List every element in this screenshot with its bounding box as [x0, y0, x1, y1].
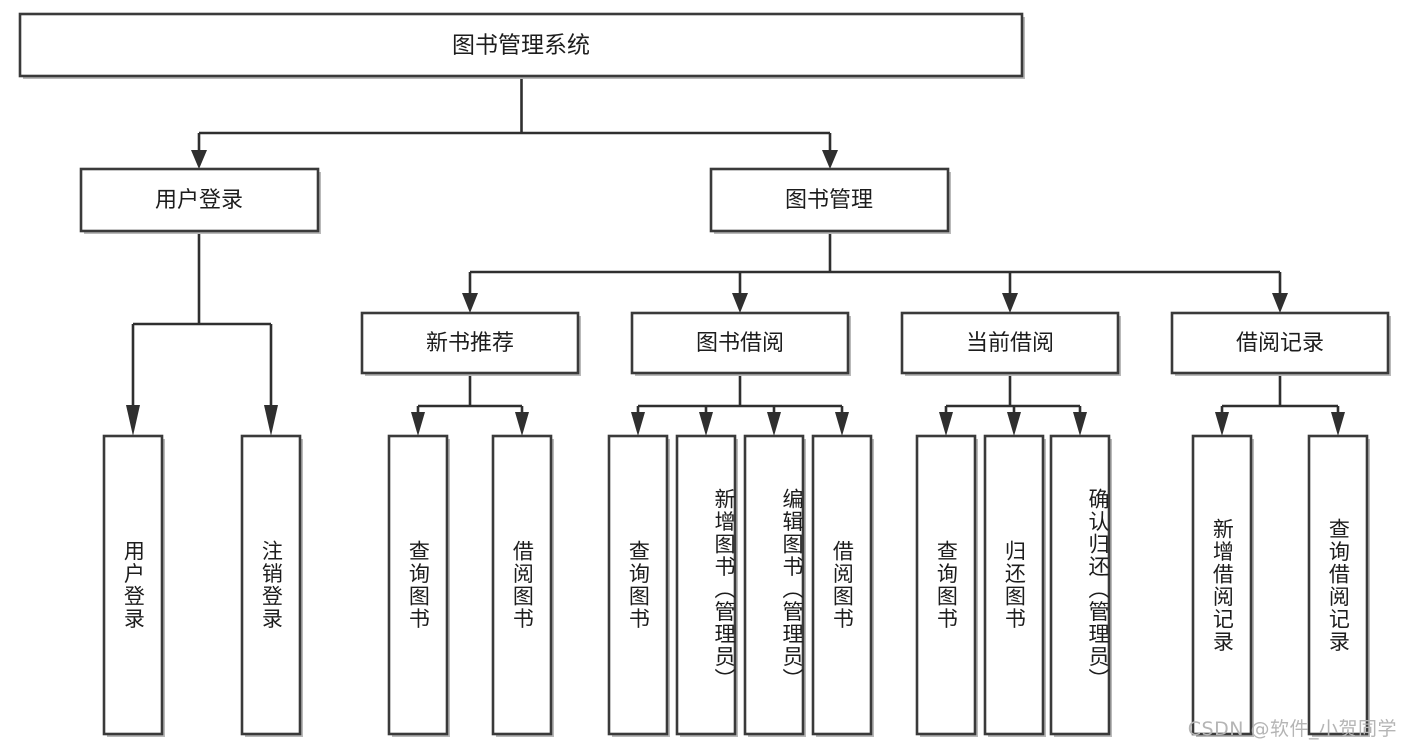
leaf-record-query-box: [1307, 434, 1369, 736]
node-new-book-recommend[interactable]: 新书推荐: [360, 311, 581, 376]
arrow-user-login-l2: [264, 405, 278, 436]
node-book-management-label: 图书管理: [785, 188, 873, 213]
leaf-record-add-box: [1191, 434, 1253, 736]
arrow-record-l2: [1331, 412, 1345, 436]
node-borrow-record[interactable]: 借阅记录: [1170, 311, 1391, 376]
leaf-newbooks-borrow[interactable]: [491, 434, 554, 737]
node-book-management[interactable]: 图书管理: [709, 167, 951, 234]
node-user-login-label: 用户登录: [155, 188, 243, 213]
node-new-book-recommend-label: 新书推荐: [426, 331, 514, 356]
arrow-record-l1: [1215, 412, 1229, 436]
node-book-borrow-label: 图书借阅: [696, 331, 784, 356]
arrow-bm-to-record: [1272, 293, 1288, 313]
node-borrow-record-label: 借阅记录: [1236, 331, 1324, 356]
leaf-current-return-box: [983, 434, 1045, 736]
node-root-box: [18, 12, 1024, 78]
leaf-current-confirm-return-box: [1049, 434, 1111, 736]
leaf-borrow-borrow-book[interactable]: [811, 434, 874, 737]
node-root[interactable]: 图书管理系统: [18, 12, 1025, 79]
arrow-root-to-book-mgmt: [822, 150, 838, 169]
leaf-user-login-logout-box: [240, 434, 302, 736]
arrow-current-l1: [939, 412, 953, 436]
leaf-borrow-add-book[interactable]: [675, 434, 738, 737]
arrow-borrow-l4: [835, 412, 849, 436]
node-current-borrow-box: [900, 311, 1120, 375]
leaf-borrow-edit-book[interactable]: [743, 434, 806, 737]
leaf-user-login-login-box: [102, 434, 164, 736]
leaf-user-login-logout[interactable]: [240, 434, 303, 737]
leaf-record-query[interactable]: [1307, 434, 1370, 737]
arrow-current-l2: [1007, 412, 1021, 436]
arrow-borrow-l2: [699, 412, 713, 436]
node-current-borrow[interactable]: 当前借阅: [900, 311, 1121, 376]
arrow-newbooks-l2: [515, 412, 529, 436]
arrow-bm-to-borrow: [732, 293, 748, 313]
node-book-management-box: [709, 167, 950, 233]
arrow-bm-to-newbooks: [462, 293, 478, 313]
leaf-current-query[interactable]: [915, 434, 978, 737]
node-current-borrow-label: 当前借阅: [966, 331, 1054, 356]
node-book-borrow[interactable]: 图书借阅: [630, 311, 851, 376]
leaf-borrow-query-box: [607, 434, 669, 736]
leaf-newbooks-query-box: [387, 434, 449, 736]
node-book-borrow-box: [630, 311, 850, 375]
arrow-current-l3: [1073, 412, 1087, 436]
arrow-user-login-l1: [126, 405, 140, 436]
node-root-label: 图书管理系统: [452, 33, 590, 59]
leaf-newbooks-borrow-box: [491, 434, 553, 736]
leaf-borrow-edit-book-box: [743, 434, 805, 736]
connector-layer: [126, 77, 1345, 436]
leaf-newbooks-query[interactable]: [387, 434, 450, 737]
leaf-borrow-add-book-box: [675, 434, 737, 736]
arrow-bm-to-current: [1002, 293, 1018, 313]
arrow-borrow-l1: [631, 412, 645, 436]
arrow-newbooks-l1: [411, 412, 425, 436]
leaf-borrow-query[interactable]: [607, 434, 670, 737]
leaf-user-login-login[interactable]: [102, 434, 165, 737]
node-user-login-box: [79, 167, 320, 233]
leaf-borrow-borrow-book-box: [811, 434, 873, 736]
arrow-borrow-l3: [767, 412, 781, 436]
node-user-login[interactable]: 用户登录: [79, 167, 321, 234]
node-new-book-recommend-box: [360, 311, 580, 375]
arrow-root-to-user-login: [191, 150, 207, 169]
leaf-current-confirm-return[interactable]: [1049, 434, 1112, 737]
leaf-current-return[interactable]: [983, 434, 1046, 737]
leaf-record-add[interactable]: [1191, 434, 1254, 737]
leaf-current-query-box: [915, 434, 977, 736]
node-borrow-record-box: [1170, 311, 1390, 375]
